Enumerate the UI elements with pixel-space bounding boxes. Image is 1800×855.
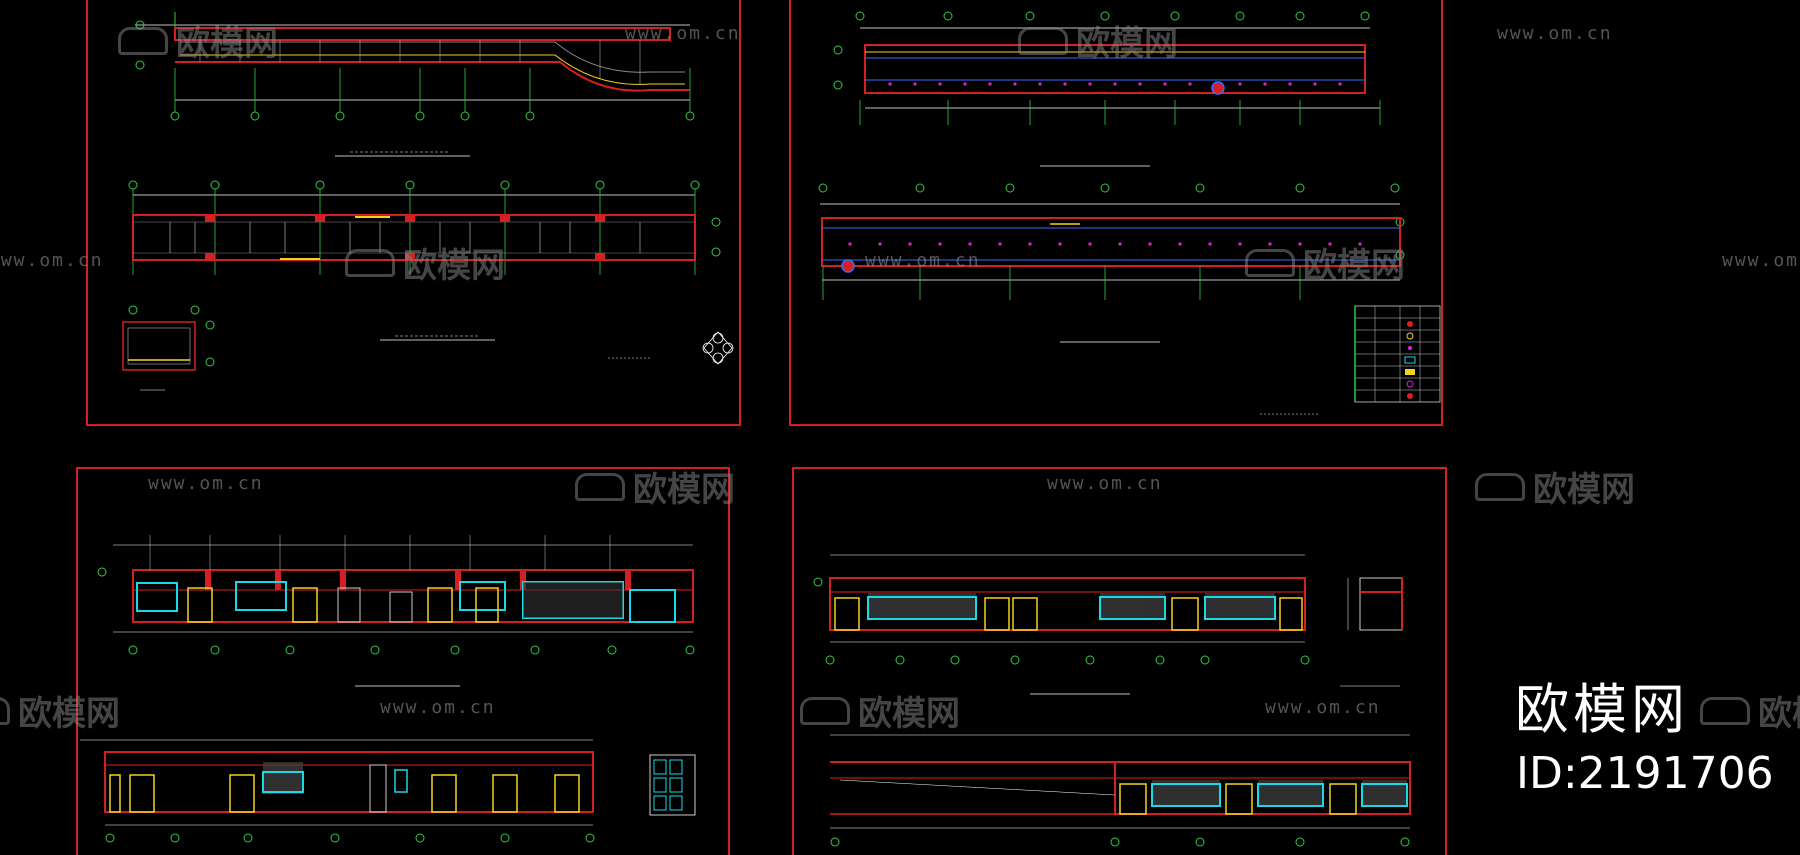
sofa-logo-icon xyxy=(1700,696,1750,725)
watermark-brand: 欧模网 xyxy=(118,16,278,65)
sofa-logo-icon xyxy=(800,696,850,725)
sofa-logo-icon xyxy=(0,696,10,725)
watermark-brand: 欧模网 xyxy=(0,686,120,735)
watermark-brand-text: 欧模网 xyxy=(18,694,120,734)
sofa-logo-icon xyxy=(1245,248,1295,277)
sheet-floor-plan xyxy=(86,0,741,426)
watermark-brand: 欧模网 xyxy=(345,238,505,287)
watermark-brand: 欧模网 xyxy=(1245,238,1405,287)
legend-table xyxy=(1354,305,1441,403)
watermark-brand-text: 欧模网 xyxy=(1533,470,1635,510)
watermark-url: www.om.cn xyxy=(865,250,981,271)
brand-title: 欧模网 xyxy=(1515,678,1689,741)
sofa-logo-icon xyxy=(1018,26,1068,55)
sheet-elevation-left xyxy=(76,467,730,855)
sofa-logo-icon xyxy=(118,26,168,55)
floor-plan-top xyxy=(135,12,695,157)
watermark-brand-text: 欧模网 xyxy=(633,470,735,510)
watermark-url: www.om.cn xyxy=(1265,697,1381,718)
sofa-logo-icon xyxy=(1475,472,1525,501)
watermark-brand-text: 欧模网 xyxy=(1076,24,1178,64)
watermark-brand: 欧模网 xyxy=(1700,686,1800,735)
ceiling-plan-top xyxy=(833,11,1381,167)
ceiling-plan-bottom xyxy=(818,183,1405,415)
watermark-url: www.om.cn xyxy=(1497,23,1613,44)
watermark-url: www.om.cn xyxy=(380,697,496,718)
compass-symbol xyxy=(702,331,734,365)
watermark-url: www.om.cn xyxy=(1047,473,1163,494)
sofa-logo-icon xyxy=(345,248,395,277)
watermark-url: www.om.cn xyxy=(625,23,741,44)
floor-plan-bottom xyxy=(128,180,721,359)
watermark-brand: 欧模网 xyxy=(1475,462,1635,511)
watermark-brand-text: 欧模网 xyxy=(176,24,278,64)
watermark-url: www.om.cn xyxy=(0,250,104,271)
watermark-brand: 欧模网 xyxy=(1018,16,1178,65)
watermark-brand-text: 欧模网 xyxy=(1303,246,1405,286)
elevation-right-top xyxy=(813,554,1403,695)
section-detail xyxy=(1340,577,1403,687)
watermark-brand-text: 欧模网 xyxy=(1758,694,1800,734)
detail-plan xyxy=(122,305,215,391)
watermark-brand-text: 欧模网 xyxy=(403,246,505,286)
sheet-ceiling-plan xyxy=(789,0,1443,426)
elevation-left-top xyxy=(97,535,695,687)
model-id-label: ID:2191706 xyxy=(1516,748,1774,799)
watermark-url: www.om.cn xyxy=(148,473,264,494)
cabinet-detail xyxy=(649,754,696,816)
watermark-url: www.om.cn xyxy=(1722,250,1800,271)
sheet-frames xyxy=(76,0,1447,855)
sheet-elevation-right xyxy=(792,467,1447,855)
elevation-left-bottom xyxy=(80,739,696,843)
sofa-logo-icon xyxy=(575,472,625,501)
watermark-brand-text: 欧模网 xyxy=(858,694,960,734)
watermark-brand: 欧模网 xyxy=(800,686,960,735)
watermark-brand: 欧模网 xyxy=(575,462,735,511)
elevation-right-bottom xyxy=(830,734,1411,847)
